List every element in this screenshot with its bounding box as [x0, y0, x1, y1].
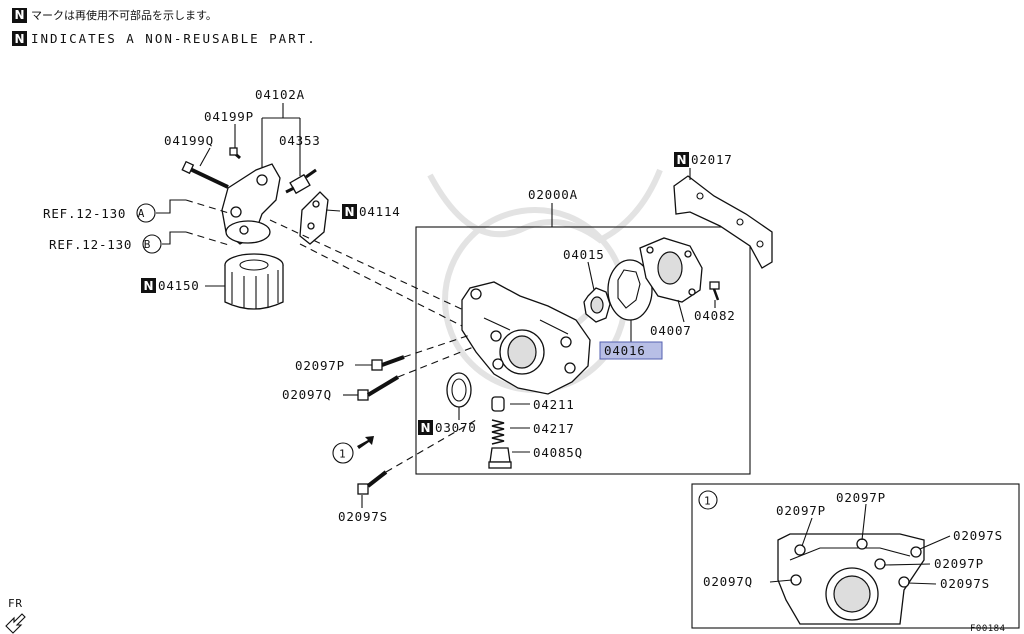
- label-04015[interactable]: 04015: [563, 247, 605, 262]
- legend-japanese-text: マークは再使用不可部品を示します。: [31, 9, 217, 22]
- oil-filter-bracket: [221, 163, 281, 245]
- gasket-04114: [299, 191, 329, 245]
- n-mark-icon: N: [418, 420, 433, 435]
- bolt-04199p: [229, 147, 241, 160]
- label-04114[interactable]: 04114: [359, 204, 401, 219]
- label-04199q[interactable]: 04199Q: [164, 133, 214, 148]
- label-04016[interactable]: 04016: [604, 343, 646, 358]
- bolt-02097p: [371, 355, 405, 371]
- svg-text:N: N: [143, 279, 153, 293]
- fr-arrow-icon: [5, 613, 26, 634]
- inset-label-02097p-a[interactable]: 02097P: [776, 503, 826, 518]
- ref-a-circle: [136, 203, 156, 223]
- figure-id: F00184: [970, 624, 1006, 634]
- view-direction-arrow-icon: [357, 436, 374, 449]
- ref-a-letter: A: [138, 207, 145, 220]
- label-03070[interactable]: 03070: [435, 420, 477, 435]
- svg-text:N: N: [344, 205, 354, 219]
- bolt-04199q: [181, 160, 229, 189]
- n-mark-icon: N: [342, 204, 357, 219]
- plunger-04211: [491, 396, 505, 412]
- legend-english-text: INDICATES A NON-REUSABLE PART.: [31, 31, 317, 46]
- pump-cover-04007: [639, 237, 703, 303]
- label-02017[interactable]: 02017: [691, 152, 733, 167]
- spring-04217: [491, 419, 505, 445]
- screw-04082: [709, 281, 720, 301]
- fr-label: FR: [8, 597, 23, 610]
- label-04211[interactable]: 04211: [533, 397, 575, 412]
- label-04102a[interactable]: 04102A: [255, 87, 305, 102]
- legend-english: N INDICATES A NON-REUSABLE PART.: [12, 31, 317, 46]
- label-04085q[interactable]: 04085Q: [533, 445, 583, 460]
- label-02097s[interactable]: 02097S: [338, 509, 388, 524]
- n-mark-icon: N: [141, 278, 156, 293]
- highlight-04016: [599, 341, 663, 360]
- view-1-marker-text: 1: [339, 448, 346, 461]
- bolt-02097q: [357, 375, 400, 401]
- n-mark-icon: N: [674, 152, 689, 167]
- inset-label-02097s-b[interactable]: 02097S: [940, 576, 990, 591]
- label-04353[interactable]: 04353: [279, 133, 321, 148]
- legend-japanese: N マークは再使用不可部品を示します。: [12, 7, 217, 23]
- inner-rotor-04015: [583, 287, 611, 323]
- inset-label-02097q[interactable]: 02097Q: [703, 574, 753, 589]
- label-04199p[interactable]: 04199P: [204, 109, 254, 124]
- svg-text:N: N: [420, 421, 430, 435]
- oil-pump-body: [461, 281, 591, 395]
- label-02097q[interactable]: 02097Q: [282, 387, 332, 402]
- label-04082[interactable]: 04082: [694, 308, 736, 323]
- inset-label-02097s-a[interactable]: 02097S: [953, 528, 1003, 543]
- n-mark-icon: N: [12, 7, 27, 23]
- inset-label-02097p-b[interactable]: 02097P: [836, 490, 886, 505]
- label-ref-a[interactable]: REF.12-130: [43, 206, 126, 221]
- n-mark-icon: N: [12, 31, 27, 46]
- label-02097p[interactable]: 02097P: [295, 358, 345, 373]
- view-1-marker: [332, 442, 354, 464]
- label-02000a[interactable]: 02000A: [528, 187, 578, 202]
- inset-marker-circle: [698, 490, 718, 510]
- ref-b-circle: [142, 234, 162, 254]
- inset-marker-text: 1: [704, 495, 711, 508]
- label-04150[interactable]: 04150: [158, 278, 200, 293]
- inset-label-02097p-c[interactable]: 02097P: [934, 556, 984, 571]
- inset-pump-view: [777, 533, 925, 625]
- oil-pressure-switch-04353: [285, 168, 317, 195]
- inset-view-frame: [691, 483, 1020, 629]
- svg-text:N: N: [676, 153, 686, 167]
- outer-rotor-04016: [607, 259, 653, 321]
- label-04007[interactable]: 04007: [650, 323, 692, 338]
- ref-b-letter: B: [144, 238, 151, 251]
- gasket-02017: [673, 175, 773, 269]
- oil-filter-04150: [224, 253, 284, 310]
- oil-seal-03070: [446, 372, 472, 408]
- plug-04085q: [488, 447, 512, 469]
- label-04217[interactable]: 04217: [533, 421, 575, 436]
- label-ref-b[interactable]: REF.12-130: [49, 237, 132, 252]
- bolt-02097s: [357, 470, 388, 495]
- oil-pump-assembly-frame: [415, 226, 751, 475]
